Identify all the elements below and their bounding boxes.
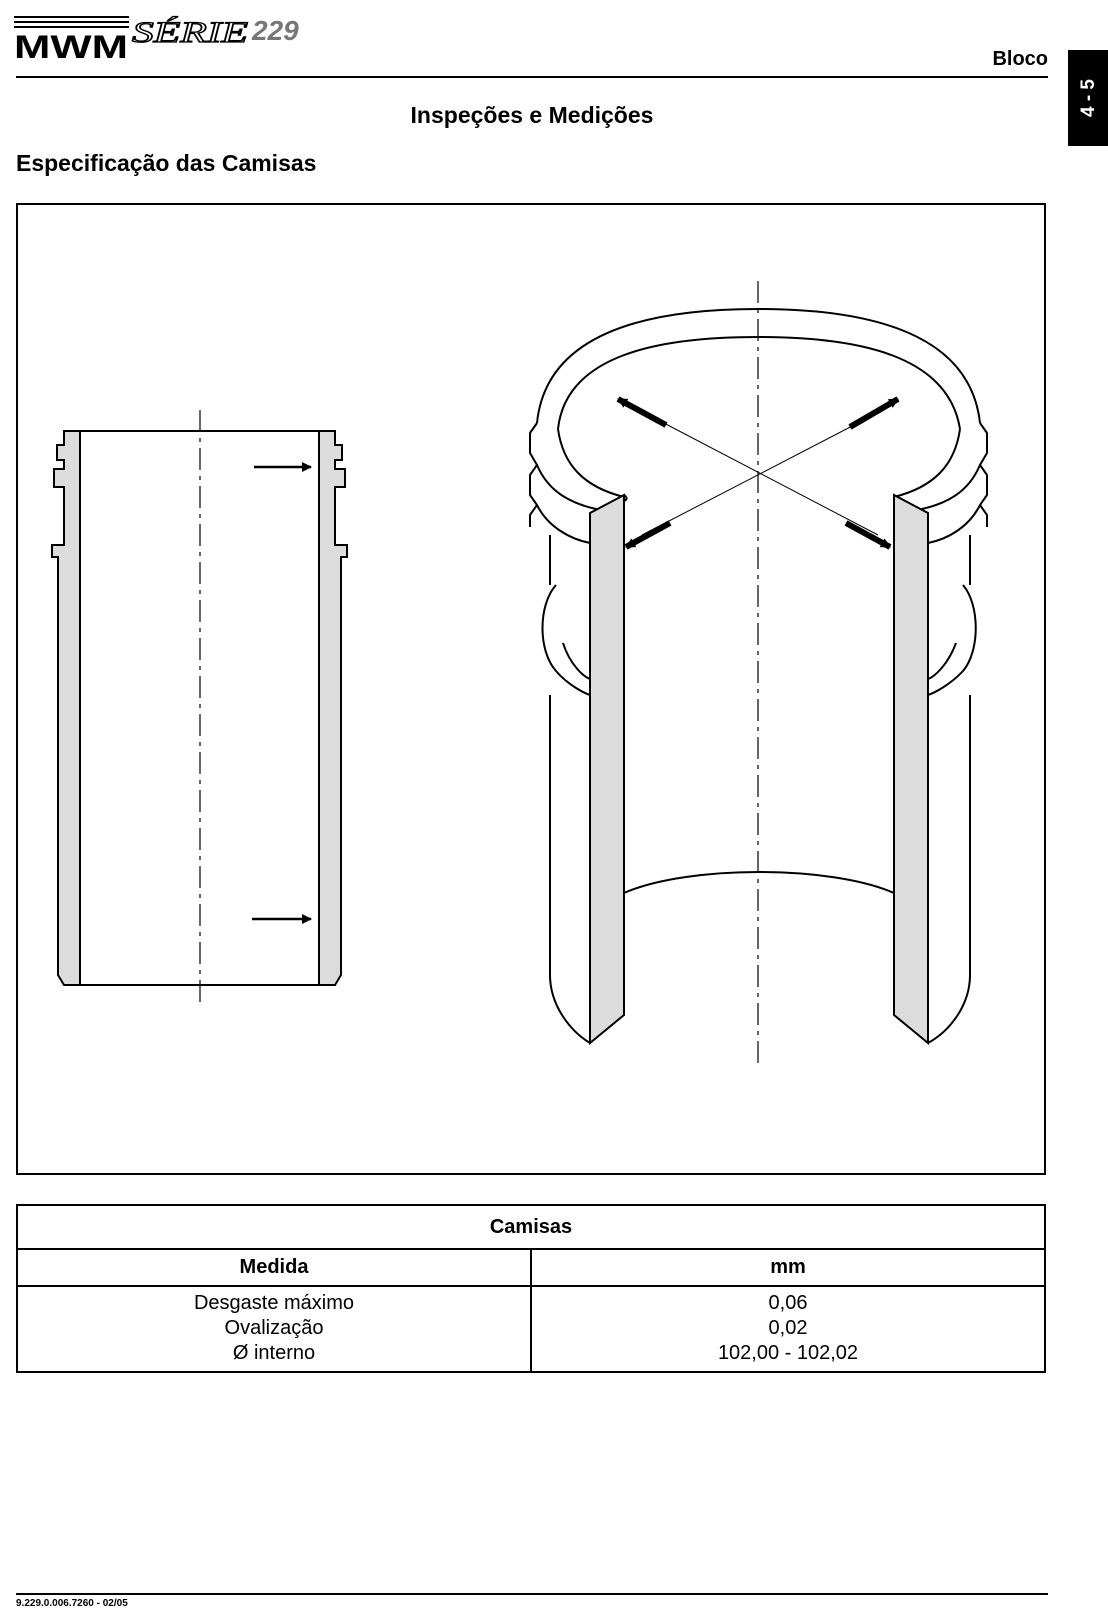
table-row: Ovalização — [224, 1317, 324, 1339]
table-row: Ø interno — [232, 1342, 316, 1364]
table-row: 0,02 — [768, 1317, 808, 1339]
column-header-medida: Medida — [239, 1256, 309, 1278]
table-row: 0,06 — [768, 1292, 808, 1314]
table-caption: Camisas — [18, 1206, 1044, 1250]
mm-cell: 0,06 0,02 102,00 - 102,02 — [530, 1287, 1044, 1371]
table-row: Desgaste máximo — [193, 1292, 355, 1314]
liner-section-view — [51, 410, 348, 1005]
section-name: Bloco — [992, 48, 1048, 70]
section-subtitle: Especificação das Camisas — [16, 150, 317, 176]
svg-text:229: 229 — [251, 15, 299, 46]
column-header-mm: mm — [530, 1250, 1044, 1285]
svg-text:MWM: MWM — [14, 29, 128, 64]
medida-cell: Desgaste máximo Ovalização Ø interno — [18, 1287, 530, 1371]
table-row: 102,00 - 102,02 — [717, 1342, 859, 1364]
liner-perspective-view — [529, 281, 988, 1063]
table-body-row: Desgaste máximo Ovalização Ø interno 0,0… — [18, 1287, 1044, 1371]
chapter-tab: 4 - 5 — [1068, 50, 1108, 146]
table-header-row: Medida mm — [18, 1250, 1044, 1287]
liner-figure — [16, 203, 1046, 1175]
liner-spec-table: Camisas Medida mm Desgaste máximo Ovaliz… — [16, 1204, 1046, 1373]
page-title: Inspeções e Medições — [410, 102, 654, 128]
cylinder-liner-drawing — [51, 281, 988, 1063]
header-rule — [16, 76, 1048, 78]
document-code: 9.229.0.006.7260 - 02/05 — [16, 1598, 128, 1609]
svg-text:SÉRIE: SÉRIE — [132, 16, 248, 49]
footer-rule — [16, 1593, 1048, 1595]
chapter-tab-label: 4 - 5 — [1078, 78, 1099, 118]
mwm-serie-229-logo: MWM SÉRIE 229 — [14, 15, 299, 64]
